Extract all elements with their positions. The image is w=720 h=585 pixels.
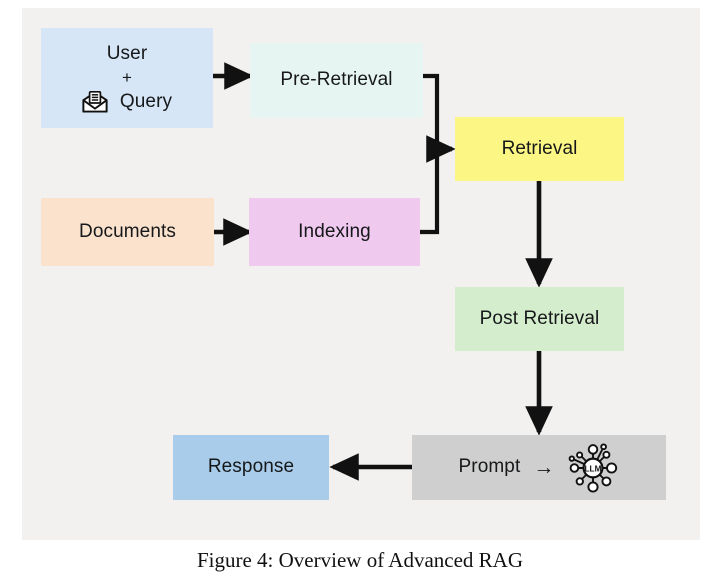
node-user-query[interactable]: User + Query xyxy=(41,28,213,128)
envelope-icon xyxy=(82,91,108,113)
node-pre-retrieval-label: Pre-Retrieval xyxy=(280,69,393,91)
node-post-retrieval-label: Post Retrieval xyxy=(479,307,600,329)
figure-caption: Figure 4: Overview of Advanced RAG xyxy=(196,548,523,572)
node-pre-retrieval[interactable]: Pre-Retrieval xyxy=(250,43,423,118)
node-prompt-label: Prompt xyxy=(458,456,521,478)
node-documents-label: Documents xyxy=(79,220,176,242)
node-prompt[interactable]: Prompt → xyxy=(412,435,666,500)
node-prompt-inner: Prompt → xyxy=(459,442,620,494)
node-post-retrieval[interactable]: Post Retrieval xyxy=(455,287,624,351)
node-documents[interactable]: Documents xyxy=(41,198,214,266)
node-response-label: Response xyxy=(207,456,295,478)
node-user-query-line3: Query xyxy=(119,90,173,112)
llm-network-icon: LLM xyxy=(569,442,618,493)
node-user-query-row: Query xyxy=(82,90,172,114)
node-user-query-line1: User xyxy=(106,42,148,64)
node-response[interactable]: Response xyxy=(173,435,329,500)
node-indexing-label: Indexing xyxy=(298,220,371,242)
node-retrieval[interactable]: Retrieval xyxy=(455,117,624,181)
llm-icon-label: LLM xyxy=(585,464,602,473)
node-retrieval-label: Retrieval xyxy=(501,137,578,159)
right-arrow-icon: → xyxy=(533,456,555,479)
node-indexing[interactable]: Indexing xyxy=(249,198,420,266)
node-user-query-plus: + xyxy=(121,68,133,88)
